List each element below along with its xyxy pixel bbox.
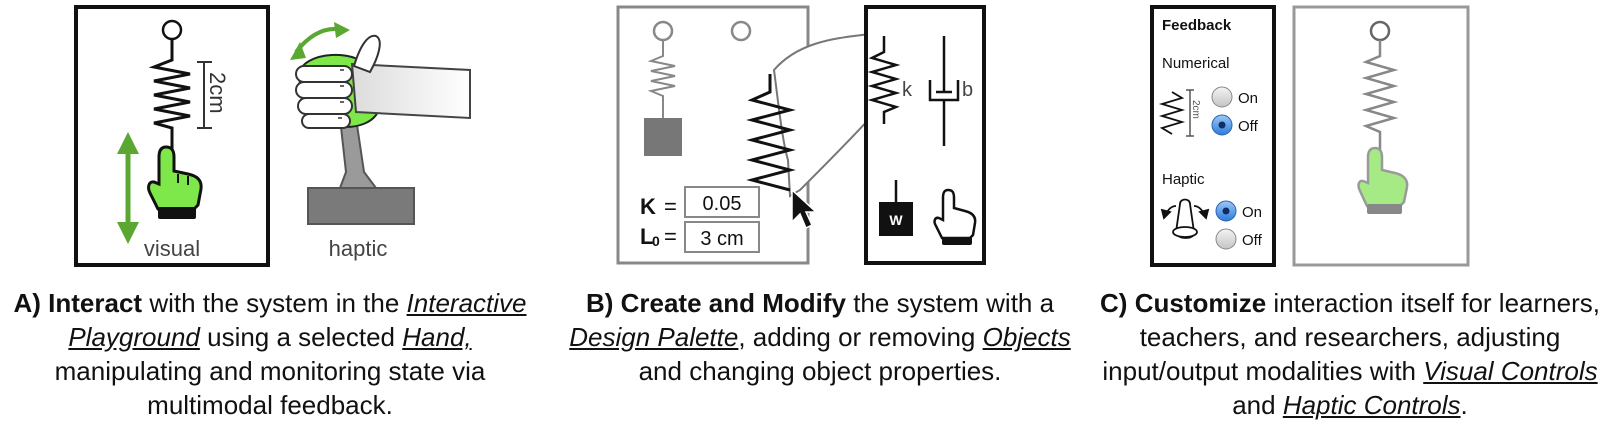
k-property-row: K = 0.05 [640, 186, 760, 219]
l0-subscript: 0 [652, 233, 660, 249]
caption-c: C) Customize interaction itself for lear… [1100, 286, 1600, 422]
feedback-title: Feedback [1162, 17, 1232, 34]
caption-b: B) Create and Modify the system with a D… [555, 286, 1085, 388]
anchor-circle-2[interactable] [730, 20, 752, 42]
spring-coil [148, 39, 191, 150]
customized-spring [1361, 40, 1399, 152]
caption-b-text-2: , adding or removing [738, 322, 983, 352]
haptic-device-icon [1160, 198, 1210, 239]
spring-small [647, 40, 676, 118]
caption-b-text-3: and changing object properties. [638, 356, 1002, 386]
palette-damper-label: b [962, 79, 973, 101]
palette-damper[interactable] [928, 36, 960, 146]
feedback-control-panel [1150, 5, 1276, 267]
caption-c-bold: Customize [1134, 288, 1267, 318]
caption-b-design-palette: Design Palette [569, 322, 739, 352]
caption-c-text-2: and [1232, 390, 1283, 420]
haptic-device [290, 22, 471, 225]
caption-b-text-1: the system with a [845, 288, 1055, 318]
pointer-hand-icon[interactable] [147, 145, 203, 219]
caption-b-objects: Objects [982, 322, 1071, 352]
l0-property-row: L 0 = 3 cm [640, 221, 760, 253]
numerical-on-label: On [1238, 90, 1258, 107]
arm-fingers [295, 65, 353, 129]
customized-anchor-circle [1369, 20, 1391, 42]
arm-thumb [352, 34, 381, 74]
k-label: K [640, 194, 656, 219]
caption-a-prefix: A) [13, 288, 49, 318]
haptic-section-label: Haptic [1162, 171, 1205, 188]
haptic-off-radio[interactable]: Off [1215, 228, 1263, 250]
anchor-circle-1[interactable] [652, 20, 674, 42]
k-equals: = [664, 194, 677, 219]
numerical-spring-icon [1158, 91, 1186, 135]
l0-label: L [640, 224, 653, 249]
numerical-off-radio[interactable]: Off [1211, 114, 1259, 136]
caption-c-haptic-controls: Haptic Controls [1282, 390, 1461, 420]
caption-c-visual-controls: Visual Controls [1423, 356, 1598, 386]
haptic-off-label: Off [1242, 232, 1263, 249]
numerical-off-label: Off [1238, 118, 1259, 135]
spring-length-label: 2cm [205, 72, 230, 114]
visual-label: visual [144, 236, 200, 261]
caption-a-text-2: using a selected [199, 322, 403, 352]
caption-b-bold: Create and Modify [620, 288, 846, 318]
palette-weight[interactable]: W [879, 180, 913, 236]
haptic-on-radio[interactable]: On [1215, 200, 1262, 222]
caption-a-hand: Hand, [402, 322, 472, 352]
caption-c-prefix: C) [1100, 288, 1135, 318]
haptic-on-label: On [1242, 204, 1262, 221]
caption-c-text-3: . [1460, 390, 1468, 420]
palette-hand-icon[interactable] [933, 188, 977, 245]
arm-forearm [350, 62, 471, 120]
palette-weight-label: W [889, 212, 903, 228]
panel-b: K = 0.05 L 0 = 3 cm k b W [616, 5, 986, 265]
caption-a-text-1: with the system in the [142, 288, 407, 318]
vertical-drag-arrow [117, 132, 139, 244]
haptic-base [307, 187, 415, 225]
palette-spring-label: k [902, 79, 913, 101]
customized-pointer-hand-icon[interactable] [1357, 146, 1409, 214]
l0-equals: = [664, 224, 677, 249]
caption-a-interactive-playground: Interactive Playground [68, 288, 527, 352]
caption-c-text-1: interaction itself for learners, teacher… [1102, 288, 1600, 386]
l0-value: 3 cm [700, 228, 743, 250]
caption-b-prefix: B) [585, 288, 621, 318]
caption-a: A) Interact with the system in the Inter… [10, 286, 530, 422]
k-value: 0.05 [703, 193, 742, 215]
figure-illustration: 2cm visual [74, 5, 1470, 267]
panel-a: 2cm visual [74, 5, 471, 267]
caption-a-bold: Interact [48, 288, 143, 318]
spring-anchor-circle [161, 19, 183, 41]
caption-a-text-3: manipulating and monitoring state via mu… [54, 356, 486, 420]
numerical-label: Numerical [1162, 55, 1230, 72]
l0-value-field[interactable] [684, 221, 760, 253]
mass-block[interactable] [644, 118, 682, 156]
panel-c: Feedback Numerical 2cm On Off Haptic [1150, 5, 1470, 267]
numerical-on-radio[interactable]: On [1211, 86, 1258, 108]
spring-large[interactable] [746, 74, 796, 192]
k-value-field[interactable] [684, 186, 760, 218]
palette-spring[interactable] [867, 36, 901, 124]
numerical-scale-marker [1186, 89, 1194, 137]
mouse-cursor-icon [791, 188, 818, 230]
spring-length-marker [197, 61, 212, 129]
numerical-scale-label: 2cm [1190, 100, 1201, 119]
haptic-label: haptic [329, 236, 388, 261]
